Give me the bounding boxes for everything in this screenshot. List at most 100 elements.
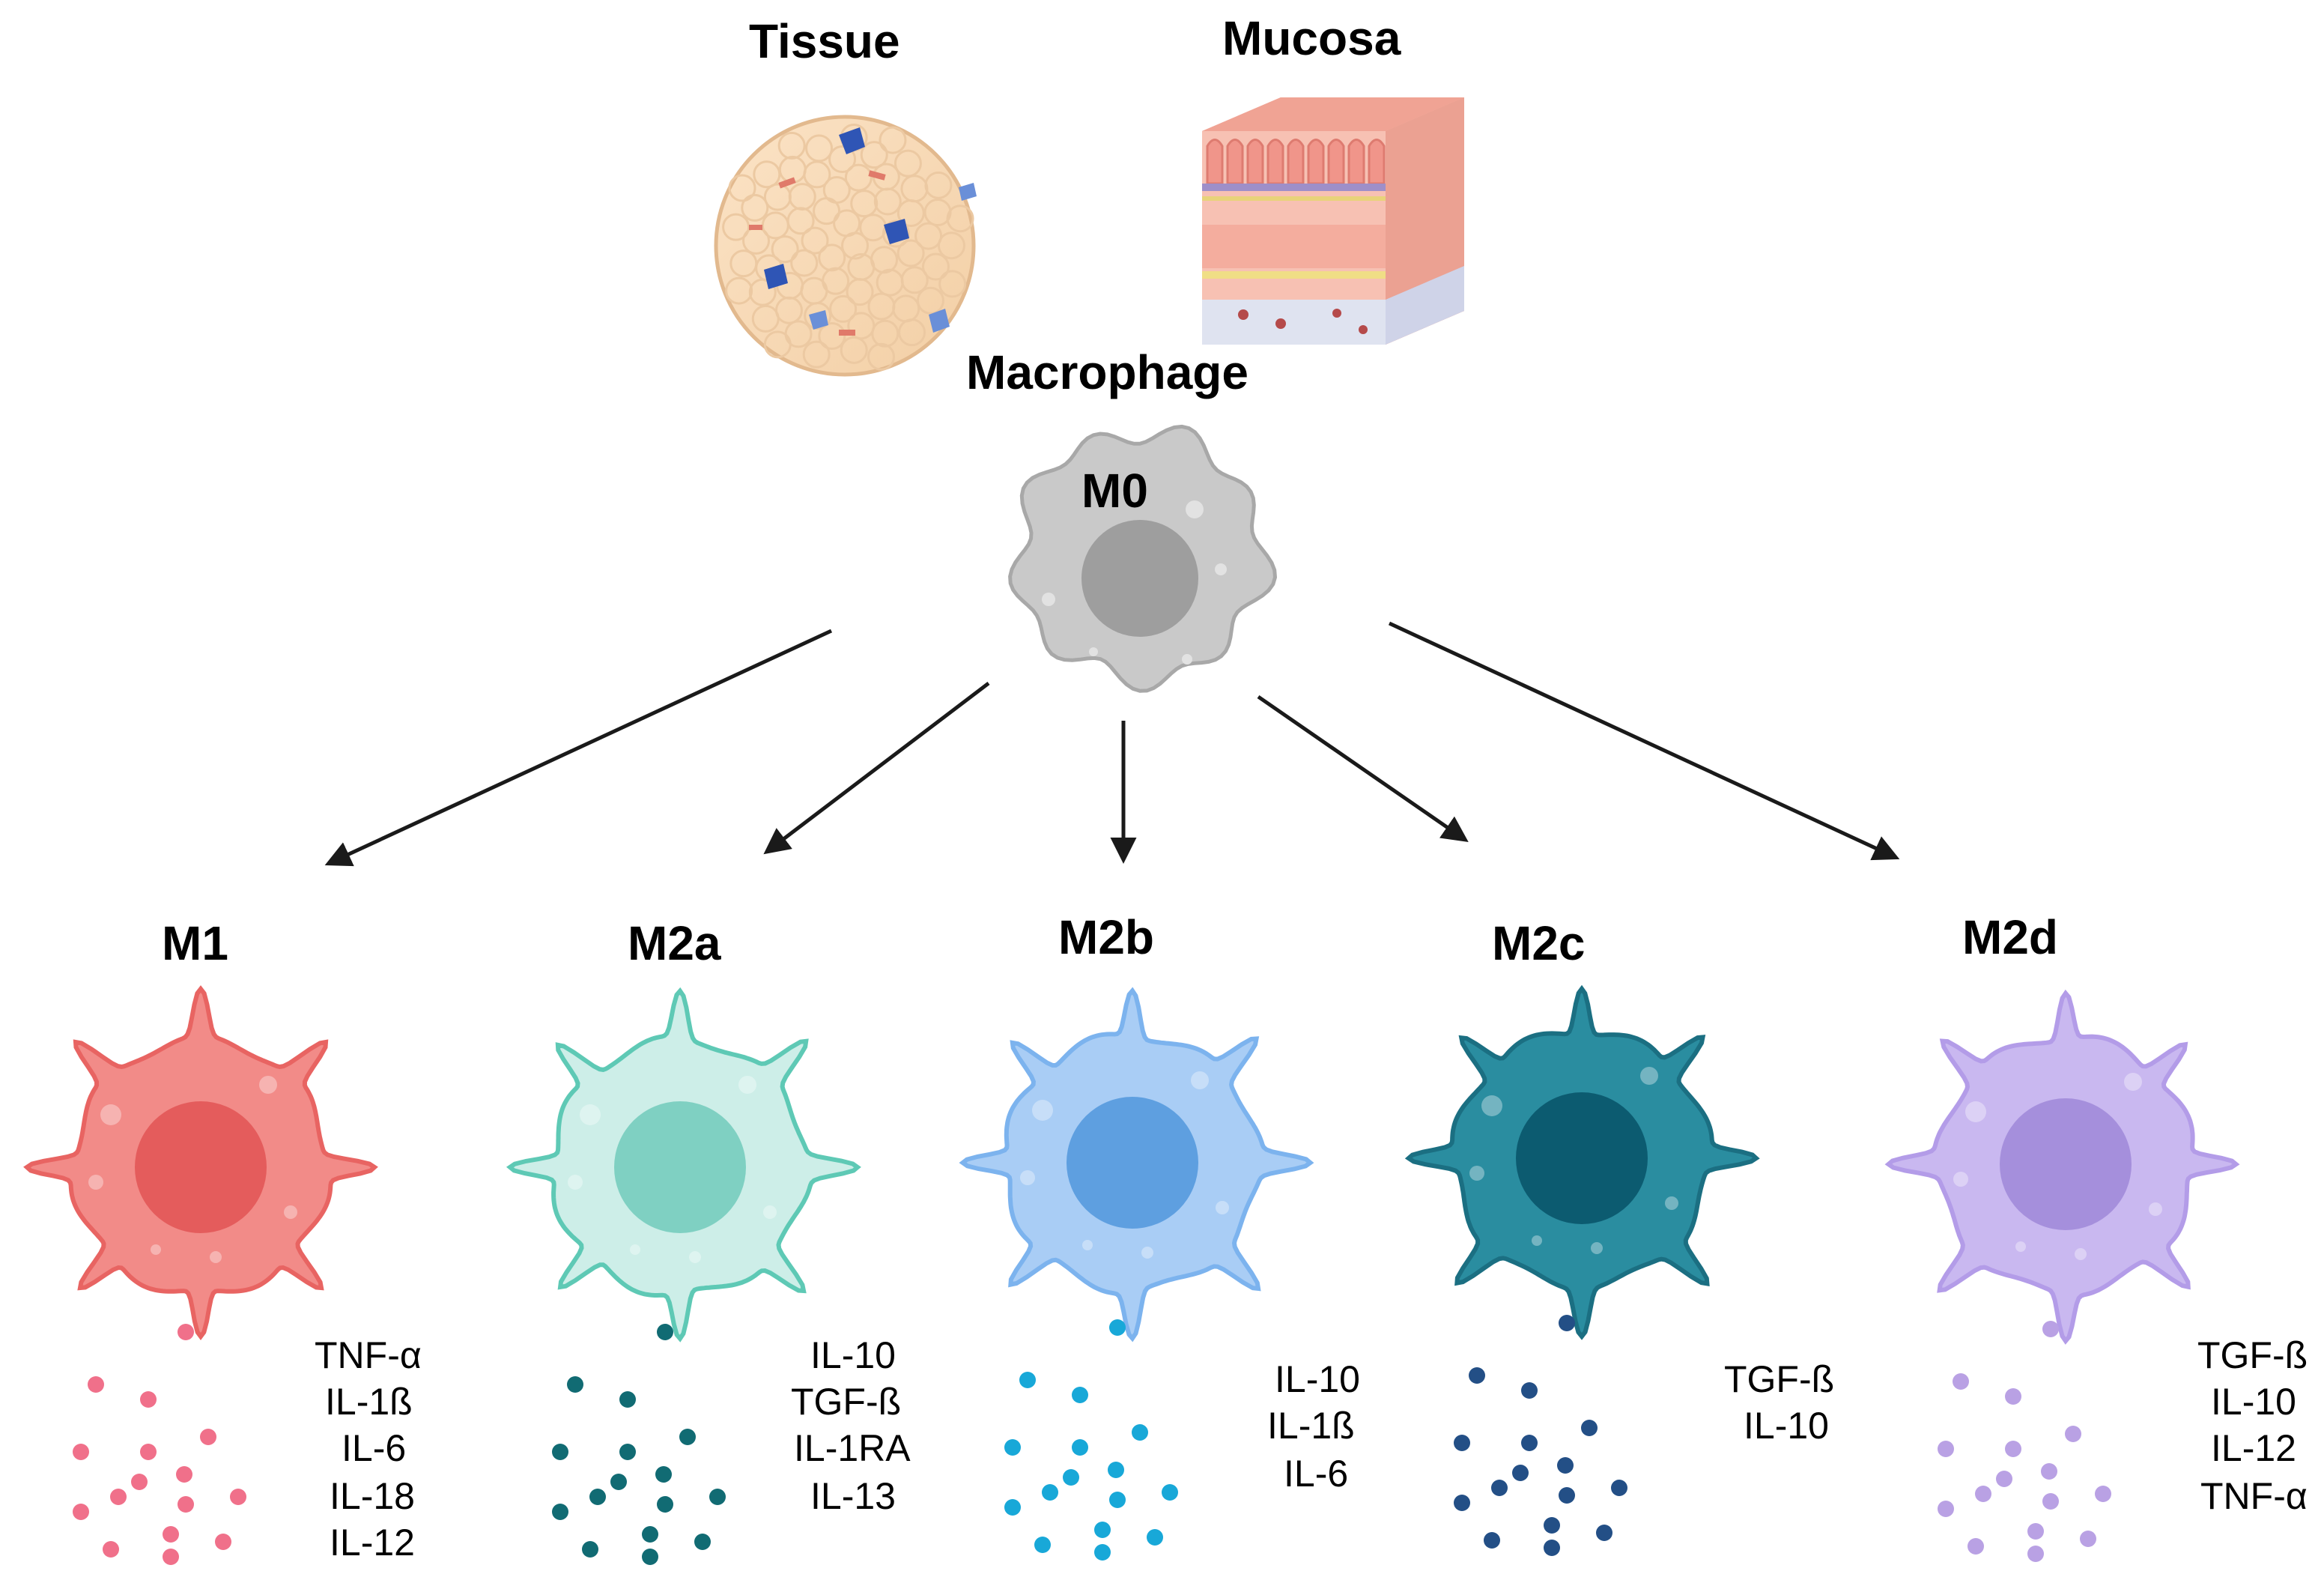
tissue-illustration (714, 115, 977, 377)
cytokine-dot (1132, 1424, 1148, 1441)
cytokine-dot (589, 1489, 606, 1505)
cytokine-dot (1521, 1382, 1538, 1399)
differentiation-arrows (324, 621, 1900, 867)
cytokine-dot (1491, 1480, 1508, 1496)
cytokine-dot (230, 1489, 246, 1505)
cytokine-dot (1072, 1387, 1088, 1403)
cytokine-dot (73, 1444, 89, 1460)
cytokine-label: IL-12 (2211, 1427, 2296, 1469)
cytokine-dot (1512, 1465, 1529, 1481)
cytokine-dot (694, 1534, 711, 1550)
cytokine-dot (642, 1526, 658, 1543)
cytokine-dot (176, 1466, 192, 1483)
cytokine-dot (1109, 1492, 1126, 1508)
cytokine-dot (163, 1549, 179, 1565)
cytokine-dot (2080, 1531, 2096, 1547)
cytokine-dot (2027, 1546, 2044, 1562)
cytokine-dot (1996, 1471, 2012, 1487)
cytokine-dot (103, 1541, 119, 1558)
cytokine-dot (178, 1496, 194, 1513)
subtype-cell-m1 (23, 985, 378, 1341)
cytokine-dot (1108, 1462, 1124, 1478)
cytokine-label: IL-10 (810, 1334, 896, 1376)
cytokine-dot (709, 1489, 726, 1505)
differentiation-arrow (763, 682, 990, 855)
cell-nucleus (1067, 1097, 1198, 1229)
cytokine-dot (1162, 1484, 1178, 1501)
cytokine-label: IL-1RA (794, 1427, 911, 1469)
cytokine-dot (215, 1534, 231, 1550)
cytokine-dot (1072, 1439, 1088, 1456)
macrophage-title: Macrophage (966, 345, 1249, 399)
cytokine-dot (642, 1549, 658, 1565)
cell-nucleus (135, 1101, 267, 1233)
cytokine-dot (2005, 1388, 2021, 1405)
cytokine-dot (552, 1504, 568, 1520)
cytokine-label: TGF-ß (2197, 1334, 2308, 1376)
cytokine-dot (110, 1489, 127, 1505)
tissue-label: Tissue (749, 14, 900, 68)
cytokine-label: TNF-α (2200, 1475, 2308, 1517)
subtype-label: M2c (1492, 916, 1586, 970)
subtype-label: M2b (1058, 910, 1154, 964)
cytokine-dot (140, 1444, 157, 1460)
differentiation-arrow (324, 629, 833, 867)
m0-label: M0 (1081, 464, 1148, 518)
cytokine-label: IL-18 (330, 1475, 415, 1517)
cytokine-dot (567, 1376, 583, 1393)
cell-nucleus (1516, 1092, 1648, 1224)
cytokine-dot (1454, 1495, 1470, 1511)
cytokine-dot (2042, 1493, 2059, 1510)
cytokine-dot (657, 1496, 673, 1513)
subtype-cell-m2d (1884, 989, 2240, 1345)
cytokine-dot (1557, 1457, 1574, 1474)
cytokine-dots (1938, 1321, 2111, 1562)
cytokine-label: IL-1ß (325, 1381, 413, 1423)
cytokine-dot (610, 1474, 627, 1490)
cytokine-dot (2005, 1441, 2021, 1457)
differentiation-arrow (1257, 694, 1469, 842)
subtype-cell-m2c (1404, 984, 1760, 1340)
cytokine-dot (73, 1504, 89, 1520)
cytokine-label: IL-6 (1284, 1453, 1349, 1495)
subtype-cells (23, 984, 2240, 1565)
cytokine-label: IL-10 (1744, 1405, 1829, 1447)
subtype-label: M1 (162, 916, 228, 970)
cytokine-dot (1063, 1469, 1079, 1486)
cytokine-dot (1544, 1540, 1560, 1556)
mucosa-label: Mucosa (1222, 11, 1401, 65)
cytokine-dot (1004, 1439, 1021, 1456)
cytokine-dot (1953, 1373, 1969, 1390)
cytokine-label: IL-6 (342, 1427, 407, 1469)
cytokine-label: TGF-ß (791, 1381, 902, 1423)
cytokine-dot (1544, 1517, 1560, 1534)
cytokine-dot (1559, 1487, 1575, 1504)
cytokine-dot (1611, 1480, 1627, 1496)
cytokine-dot (2042, 1321, 2059, 1337)
cytokine-dot (200, 1429, 216, 1445)
cytokine-label: TNF-α (315, 1334, 422, 1376)
cytokine-dot (1019, 1372, 1036, 1388)
m0-macrophage-cell (1008, 424, 1278, 693)
cytokine-dot (88, 1376, 104, 1393)
cytokine-dot (679, 1429, 696, 1445)
cytokine-dot (1581, 1420, 1598, 1436)
cytokine-label: IL-12 (330, 1522, 415, 1564)
cytokine-dot (131, 1474, 148, 1490)
subtype-cell-m2b (959, 987, 1314, 1343)
m0-nucleus (1081, 520, 1198, 637)
cytokine-dots (1004, 1319, 1178, 1561)
cytokine-label: IL-10 (1275, 1358, 1360, 1400)
cytokine-dot (1454, 1435, 1470, 1451)
cytokine-dot (1147, 1529, 1163, 1546)
cytokine-dot (1938, 1501, 1954, 1517)
cytokine-dot (1938, 1441, 1954, 1457)
cell-nucleus (614, 1101, 746, 1233)
cytokine-dots (73, 1324, 246, 1565)
cytokine-dot (582, 1541, 598, 1558)
cytokine-dot (2065, 1426, 2081, 1442)
cytokine-dot (655, 1466, 672, 1483)
cytokine-dot (1004, 1499, 1021, 1516)
cytokine-dot (1975, 1486, 1991, 1502)
